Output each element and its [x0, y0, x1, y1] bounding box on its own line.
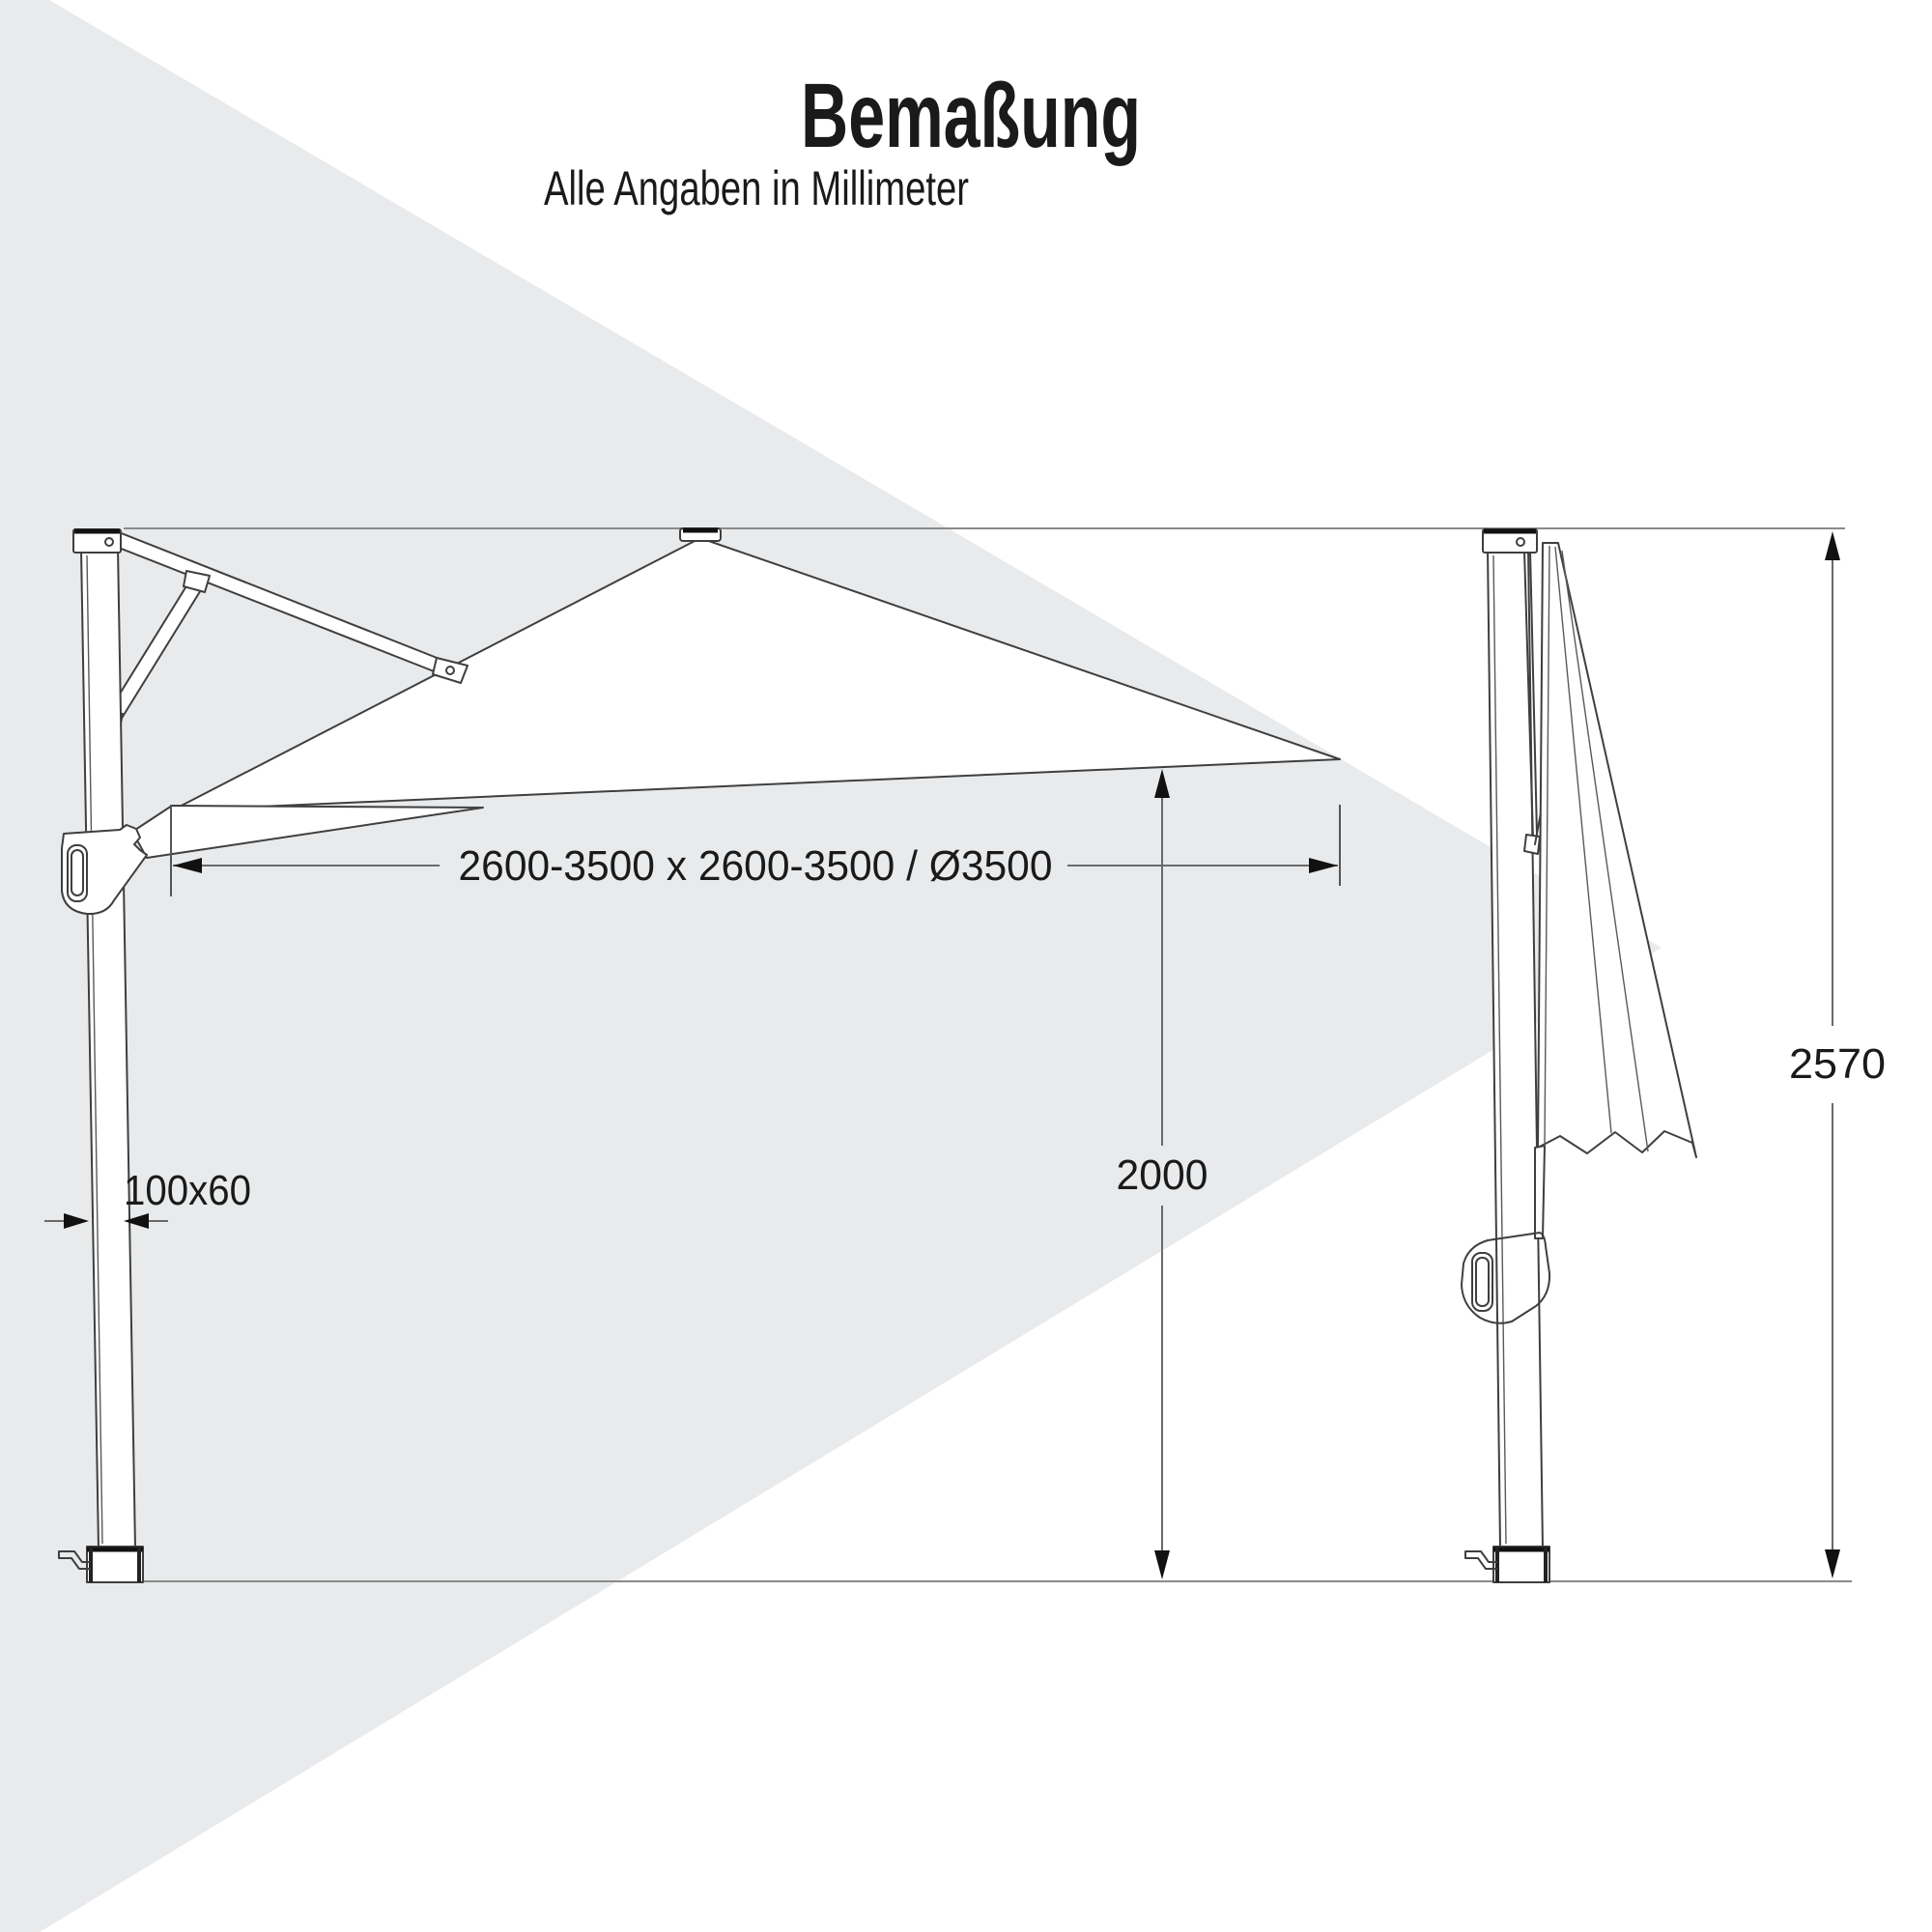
base-plate-right — [1492, 1546, 1550, 1583]
open-umbrella-view — [58, 527, 1341, 1583]
canopy-span-label: 2600-3500 x 2600-3500 / Ø3500 — [459, 842, 1053, 890]
closed-canopy — [1537, 542, 1697, 1158]
cap-pivot-hole-closed — [1516, 537, 1525, 547]
dimension-height-2000: 2000 — [1117, 769, 1208, 1579]
hub-handle-hole — [67, 844, 88, 902]
mast-profile-label: 100x60 — [124, 1167, 251, 1214]
page-title: Bemaßung — [801, 65, 1141, 167]
canopy-tail — [1534, 1145, 1546, 1239]
crank-hub-closed — [1461, 1232, 1551, 1324]
arm-root — [131, 805, 484, 859]
page-subtitle: Alle Angaben in Millimeter — [544, 161, 969, 215]
arm-end-pivot — [445, 666, 455, 675]
base-crank-left — [58, 1550, 91, 1570]
hub-handle-hole-closed — [1471, 1252, 1493, 1312]
dimension-mast-profile: 100x60 — [44, 1167, 251, 1229]
cap-pivot-hole — [104, 537, 114, 547]
closed-umbrella-view — [1461, 528, 1697, 1583]
strut-arm-bracket — [183, 570, 211, 593]
height-2570-label: 2570 — [1789, 1040, 1886, 1088]
height-2000-label: 2000 — [1117, 1151, 1208, 1199]
background-wedge — [0, 0, 1662, 1932]
dimension-height-2570: 2570 — [1789, 531, 1886, 1578]
dimension-canopy-span: 2600-3500 x 2600-3500 / Ø3500 — [170, 805, 1341, 896]
base-crank-right — [1464, 1550, 1497, 1570]
base-plate-left — [86, 1546, 144, 1583]
